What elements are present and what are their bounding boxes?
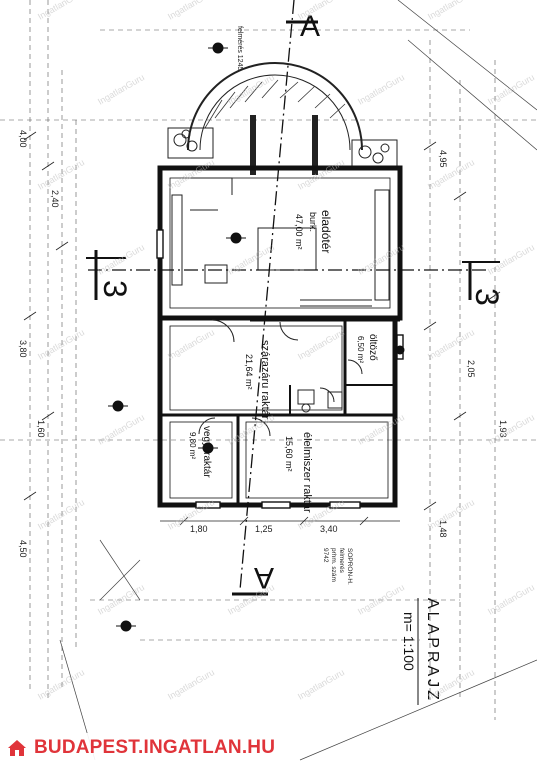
watermark-text: IngatlanGuru (356, 582, 406, 617)
brand-watermark: BUDAPEST.INGATLAN.HU (0, 733, 290, 763)
room-area-szarazaru: 21,64 m² (244, 354, 254, 390)
watermark-text: IngatlanGuru (296, 157, 346, 192)
brand-name: BUDAPEST.INGATLAN.HU (34, 737, 276, 758)
watermark-text: IngatlanGuru (36, 0, 86, 22)
watermark-text: IngatlanGuru (486, 412, 536, 447)
watermark-text: IngatlanGuru (426, 157, 476, 192)
level-markers (108, 42, 405, 632)
section-label-b-right: 3 (469, 288, 505, 306)
watermark-text: IngatlanGuru (96, 242, 146, 277)
stamp-line: prhm. szám (330, 548, 337, 582)
watermark-text: IngatlanGuru (226, 72, 276, 107)
stamp-line: felmerés (338, 548, 345, 574)
dim-label: 2,05 (466, 360, 476, 378)
room-name-szarazaru: szárazáru raktár (259, 340, 271, 420)
watermark-text: IngatlanGuru (166, 0, 216, 22)
watermark-text: IngatlanGuru (166, 667, 216, 702)
section-line-a (232, 0, 318, 596)
room-area-oltozo: 6,50 m² (356, 336, 365, 363)
stamp-line: 9742 (322, 548, 329, 563)
watermark-text: IngatlanGuru (96, 582, 146, 617)
dimension-ticks (23, 131, 501, 526)
dim-label: 4,50 (18, 540, 28, 558)
watermark-text: IngatlanGuru (166, 327, 216, 362)
room-extra-eladoter: burk. (308, 212, 318, 232)
plan-title: ALAPRAJZ (424, 598, 441, 703)
construction-lines (0, 0, 537, 720)
survey-stamp: SOPRON-H.felmerésprhm. szám9742 (322, 548, 353, 585)
dim-label: 4,95 (438, 150, 448, 168)
watermark-text: IngatlanGuru (486, 242, 536, 277)
dim-label: 1,80 (190, 524, 208, 534)
watermark-text: IngatlanGuru (96, 412, 146, 447)
dim-label: 3,80 (18, 340, 28, 358)
watermark-text: IngatlanGuru (426, 497, 476, 532)
watermark-text: IngatlanGuru (296, 667, 346, 702)
watermark-text: IngatlanGuru (226, 582, 276, 617)
watermark-text: IngatlanGuru (426, 0, 476, 22)
room-name-oltozo: öltöző (367, 334, 378, 361)
room-name-vegyi: vegyi raktár (201, 426, 212, 478)
watermark-text: IngatlanGuru (36, 667, 86, 702)
watermark-text: IngatlanGuru (36, 497, 86, 532)
room-name-eladoter: eladótér (319, 210, 333, 253)
watermark-text: IngatlanGuru (356, 412, 406, 447)
watermark-text: IngatlanGuru (96, 72, 146, 107)
entrance-canopy (187, 62, 363, 175)
plot-boundary (59, 0, 537, 761)
plan-scale: m= 1:100 (401, 612, 417, 671)
shelving (171, 177, 390, 307)
dim-label: 1,93 (498, 420, 508, 438)
dim-label: 3,40 (320, 524, 338, 534)
watermark-text: IngatlanGuru (486, 582, 536, 617)
wc-fixtures (297, 389, 343, 413)
watermark-text: IngatlanGuru (426, 327, 476, 362)
watermark-text: IngatlanGuru (486, 72, 536, 107)
dimension-labels: 4,00 3,80 1,60 2,40 4,95 2,05 1,93 1,80 … (18, 130, 508, 558)
house-icon (6, 738, 28, 758)
watermark-text: IngatlanGuru (296, 0, 346, 22)
dim-label: 2,40 (50, 190, 60, 208)
section-line-b (86, 250, 500, 300)
watermark-text: IngatlanGuru (166, 157, 216, 192)
watermark-text: IngatlanGuru (36, 327, 86, 362)
dim-label: 4,00 (18, 130, 28, 148)
dim-label: 1,25 (255, 524, 273, 534)
watermark-text: IngatlanGuru (36, 157, 86, 192)
section-label-a-bottom: A (254, 561, 274, 594)
top-note: felmérés 1245 (236, 26, 243, 70)
room-area-elelmiszer: 15,60 m² (284, 436, 294, 472)
section-label-a-top: A (300, 10, 320, 43)
room-area-eladoter: 47,00 m² (294, 214, 304, 250)
room-labels: eladótér burk. 47,00 m² szárazáru raktár… (188, 210, 378, 513)
section-label-b-left: 3 (97, 280, 133, 298)
dim-label: 1,48 (438, 520, 448, 538)
dim-label: 1,60 (36, 420, 46, 438)
watermark-text: IngatlanGuru (356, 72, 406, 107)
stamp-line: SOPRON-H. (346, 548, 353, 585)
svg-text:SOPRON-H.felmerésprhm. szám974: SOPRON-H.felmerésprhm. szám9742 (322, 548, 353, 585)
room-name-elelmiszer: élelmiszer raktár (301, 432, 313, 513)
room-area-vegyi: 9,80 m² (188, 432, 197, 459)
watermark-text: IngatlanGuru (296, 327, 346, 362)
